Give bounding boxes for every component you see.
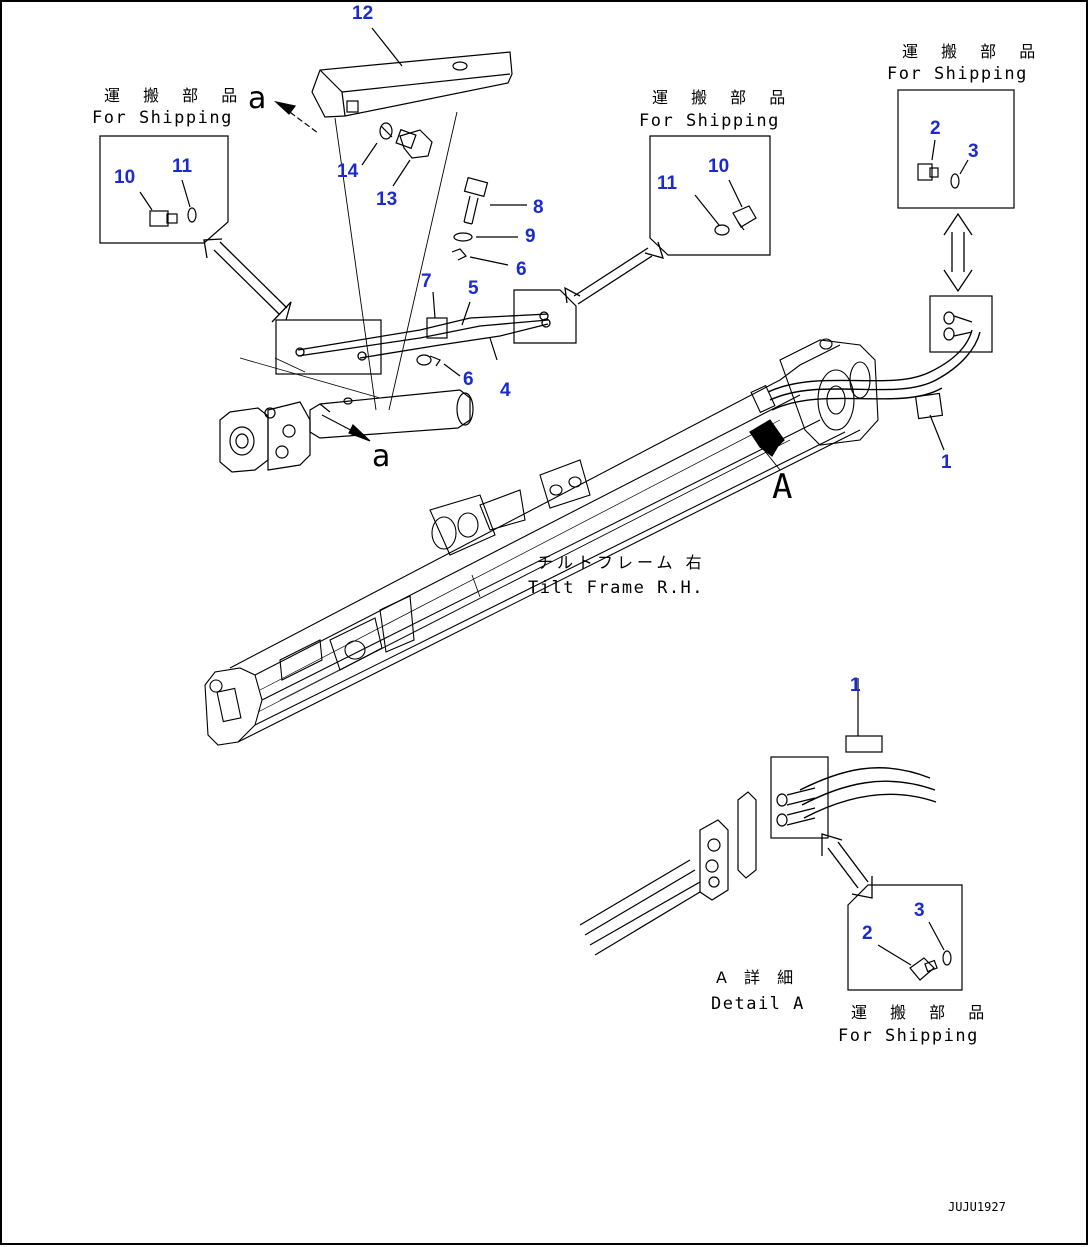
shipping-box-middle — [649, 135, 771, 256]
double-arrow-right — [943, 212, 973, 293]
callout-11-middle: 11 — [657, 173, 678, 194]
hoses-parts-4-5 — [295, 311, 551, 361]
detail-tube — [579, 859, 701, 956]
detail-fittings — [776, 787, 816, 827]
double-arrow-left — [203, 238, 292, 323]
callout-3-detail: 3 — [914, 900, 925, 921]
callout-7: 7 — [421, 271, 432, 292]
washer-part-9 — [453, 232, 473, 242]
hose-band-1 — [914, 392, 944, 420]
detail-label-en: Detail A — [711, 994, 805, 1014]
shipping-label-jp-middle: 運 搬 部 品 — [652, 88, 795, 107]
double-arrow-middle — [564, 241, 664, 305]
tilt-frame-label-en: Tilt Frame R.H. — [528, 578, 705, 598]
callout-13: 13 — [376, 189, 398, 210]
hose-part-1-upper — [767, 329, 981, 411]
double-arrow-detail — [821, 833, 873, 899]
callout-6-upper: 6 — [516, 259, 527, 280]
washer-part-11-middle — [714, 224, 730, 236]
view-label-A: A — [772, 467, 793, 507]
view-arrow-A — [749, 419, 785, 471]
washer-part-3-right — [950, 173, 960, 189]
drawing-code: JUJU1927 — [948, 1200, 1006, 1214]
detail-flange-plates — [699, 791, 757, 901]
shipping-label-en-detail: For Shipping — [838, 1026, 979, 1046]
hose-part-1-detail — [799, 767, 937, 819]
callout-4: 4 — [500, 380, 511, 401]
callout-2-right: 2 — [930, 118, 941, 139]
callout-12: 12 — [352, 3, 374, 24]
bolt-part-8 — [463, 176, 489, 225]
callout-5: 5 — [468, 278, 479, 299]
clamp-part-6-lower — [416, 354, 441, 367]
callout-10-left: 10 — [114, 167, 136, 188]
bolt-part-10-middle — [732, 205, 757, 231]
washer-part-11-left — [187, 207, 197, 223]
callout-14: 14 — [337, 161, 359, 182]
callout-8: 8 — [533, 197, 544, 218]
cover-part-12 — [311, 51, 513, 118]
bolt-part-2-right — [917, 163, 939, 181]
view-arrow-a-bottom — [321, 414, 371, 442]
shipping-label-jp-detail: 運 搬 部 品 — [851, 1003, 994, 1022]
callout-6-lower: 6 — [463, 369, 474, 390]
clamp-part-6-upper — [451, 248, 467, 261]
shipping-label-en-middle: For Shipping — [639, 111, 780, 131]
detail-label-jp: A 詳 細 — [716, 968, 800, 987]
callout-1-detail: 1 — [850, 675, 861, 696]
shipping-box-detail — [847, 884, 963, 991]
callout-10-middle: 10 — [708, 156, 730, 177]
callout-3-right: 3 — [968, 141, 979, 162]
bolt-part-13 — [395, 128, 433, 159]
callout-11-left: 11 — [172, 156, 193, 177]
shipping-box-left — [99, 135, 229, 244]
shipping-label-en-left: For Shipping — [92, 108, 233, 128]
tilt-cylinder — [219, 389, 474, 473]
shipping-label-en-right: For Shipping — [887, 64, 1028, 84]
hose-box-left — [275, 319, 382, 375]
view-label-a-top: a — [248, 81, 267, 116]
washer-part-14 — [379, 122, 393, 140]
hose-end-box — [929, 295, 993, 353]
view-arrow-a-top — [273, 100, 319, 134]
hose-box-right — [513, 289, 577, 344]
tilt-frame-label-jp: チルトフレーム 右 — [537, 553, 706, 572]
shipping-box-right — [897, 89, 1015, 209]
callout-9: 9 — [525, 226, 536, 247]
view-label-a-bottom: a — [372, 439, 391, 474]
washer-part-3-detail — [942, 950, 952, 966]
tilt-frame-body — [204, 338, 879, 746]
shipping-label-jp-left: 運 搬 部 品 — [104, 86, 247, 105]
detail-fitting-box — [770, 756, 829, 839]
callout-2-detail: 2 — [862, 923, 873, 944]
bolt-part-10-left — [149, 210, 178, 227]
callout-1-upper: 1 — [941, 452, 952, 473]
hose-band-1-detail — [845, 735, 883, 753]
shipping-label-jp-right: 運 搬 部 品 — [902, 42, 1045, 61]
hose-end-fittings — [943, 311, 973, 341]
bolt-part-2-detail — [909, 957, 938, 981]
clamp-part-7 — [426, 317, 448, 339]
